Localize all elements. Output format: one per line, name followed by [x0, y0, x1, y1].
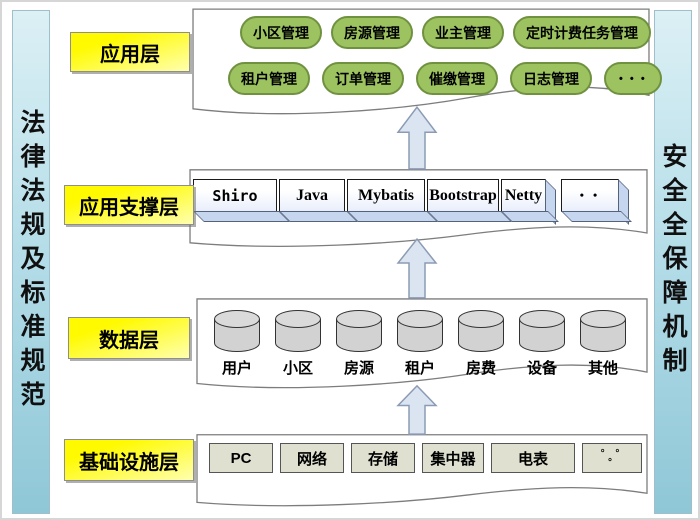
support-layer-panel: Shiro Java Mybatis Bootstrap Netty • • [189, 169, 648, 251]
data-layer-panel: 用户 小区 房源 租户 房费 设备 [196, 298, 648, 393]
up-arrow-icon [395, 385, 439, 435]
database-icon [397, 310, 443, 352]
data-store-item: 设备 [513, 310, 571, 378]
database-icon [458, 310, 504, 352]
app-module-pill: 租户管理 [228, 62, 310, 95]
support-tech-box: Netty [501, 179, 546, 212]
left-bar-label: 法律法规及标准规范 [17, 109, 45, 415]
support-box-row: Shiro Java Mybatis Bootstrap Netty • • [189, 169, 648, 212]
infra-device-box: 电表 [491, 443, 575, 473]
cylinder-label: 房费 [465, 360, 496, 377]
database-icon [580, 310, 626, 352]
infra-device-box: 存储 [351, 443, 415, 473]
infra-device-box: 网络 [280, 443, 344, 473]
app-module-pill: 日志管理 [510, 62, 592, 95]
app-module-pill-ellipsis: • • • [604, 62, 662, 95]
support-tech-box: Shiro [193, 179, 277, 212]
support-tech-box: Mybatis [347, 179, 425, 212]
right-bar-label: 安全全保障机制 [659, 143, 687, 381]
app-module-pill: 订单管理 [322, 62, 404, 95]
data-cylinder-row: 用户 小区 房源 租户 房费 设备 [196, 298, 648, 378]
data-store-item: 租户 [391, 310, 449, 378]
database-icon [336, 310, 382, 352]
support-layer-label: 应用支撑层 [64, 185, 194, 225]
application-layer-panel: 小区管理 房源管理 业主管理 定时计费任务管理 租户管理 订单管理 催缴管理 日… [192, 8, 662, 120]
data-store-item: 房源 [330, 310, 388, 378]
database-icon [214, 310, 260, 352]
app-pill-row-2: 租户管理 订单管理 催缴管理 日志管理 • • • [228, 62, 662, 95]
cylinder-label: 其他 [587, 360, 618, 377]
cylinder-label: 房源 [343, 360, 374, 377]
infra-device-box: PC [209, 443, 273, 473]
data-store-item: 小区 [269, 310, 327, 378]
data-store-item: 其他 [574, 310, 632, 378]
cylinder-label: 租户 [404, 360, 435, 377]
infra-device-box: 集中器 [422, 443, 484, 473]
app-layer-label: 应用层 [70, 32, 190, 72]
up-arrow-icon [395, 238, 439, 299]
app-module-pill: 房源管理 [331, 16, 413, 49]
up-arrow-icon [395, 106, 439, 170]
app-pill-row-1: 小区管理 房源管理 业主管理 定时计费任务管理 [240, 16, 651, 49]
data-store-item: 用户 [208, 310, 266, 378]
support-tech-box-ellipsis: • • [561, 179, 619, 212]
app-module-pill: 催缴管理 [416, 62, 498, 95]
cylinder-label: 用户 [221, 360, 252, 377]
database-icon [519, 310, 565, 352]
database-icon [275, 310, 321, 352]
support-tech-box: Bootstrap [427, 179, 499, 212]
support-tech-box: Java [279, 179, 345, 212]
infra-layer-label: 基础设施层 [64, 439, 194, 481]
cylinder-label: 设备 [526, 360, 557, 377]
app-module-pill: 小区管理 [240, 16, 322, 49]
cylinder-label: 小区 [282, 360, 313, 377]
app-module-pill: 定时计费任务管理 [513, 16, 651, 49]
infrastructure-layer-panel: PC 网络 存储 集中器 电表 ° ° ° [196, 434, 648, 510]
data-layer-label: 数据层 [68, 317, 190, 359]
right-security-bar: 安全全保障机制 [654, 10, 692, 514]
infra-device-box-ellipsis: ° ° ° [582, 443, 642, 473]
data-store-item: 房费 [452, 310, 510, 378]
infra-box-row: PC 网络 存储 集中器 电表 ° ° ° [196, 434, 648, 473]
app-module-pill: 业主管理 [422, 16, 504, 49]
left-regulations-bar: 法律法规及标准规范 [12, 10, 50, 514]
